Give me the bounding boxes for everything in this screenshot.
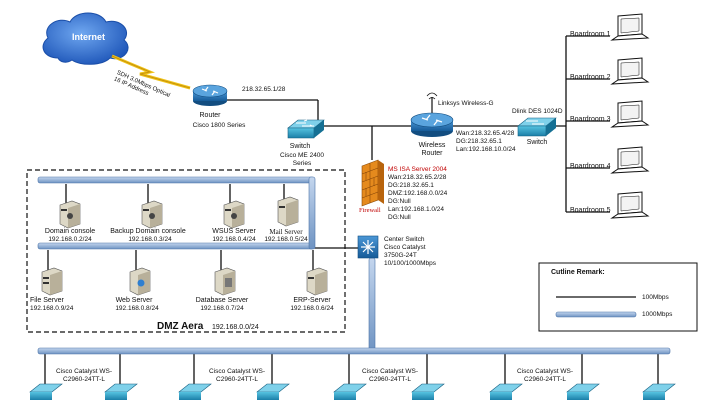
access-switch-label: Cisco Catalyst WS- C2960-24TT-L [56, 368, 112, 383]
firewall-label: Firewall [359, 207, 381, 214]
internet-label: Internet [72, 32, 106, 42]
access-switch-icon [333, 383, 367, 400]
server-icon [214, 267, 236, 296]
access-switch-icon [642, 383, 676, 400]
legend-title: Cutline Remark: [551, 269, 605, 276]
center-switch-line: Cisco Catalyst [384, 244, 426, 251]
router-name: Router [199, 112, 221, 119]
access-switch-icon [256, 383, 290, 400]
center-switch-line: Center Switch [384, 236, 425, 243]
core-switch-name: Switch [289, 143, 311, 150]
access-switches [29, 383, 676, 400]
center-switch-line: 3750G-24T [384, 252, 417, 259]
laptop-icon [610, 100, 650, 128]
dmz-server-icons [41, 196, 328, 296]
gigabit-buses [37, 176, 671, 355]
server-ip: 192.168.0.4/24 [212, 236, 256, 243]
server-ip: 192.168.0.6/24 [290, 305, 334, 312]
laptop-icon [610, 57, 650, 85]
firewall-config-line: DG:Null [388, 214, 411, 221]
core-switch-model: Cisco ME 2400 Series [279, 152, 325, 167]
wireless-router-name: Wireless Router [418, 142, 446, 157]
boardroom-label: Boardroom 5 [570, 207, 611, 214]
access-switch-icon [29, 383, 63, 400]
firewall-config-line: DMZ:192.168.0.0/24 [388, 190, 448, 197]
boardroom-switch-icon [517, 117, 557, 137]
legend-thin-label: 100Mbps [642, 294, 669, 301]
boardroom-label: Boardroom 4 [570, 163, 611, 170]
boardroom-switch-model: Dlink DES 1024D [512, 108, 563, 115]
wireless-wan: Wan:218.32.65.4/28 [456, 130, 515, 137]
access-switch-icon [566, 383, 600, 400]
server-icon [223, 200, 245, 229]
server-ip: 192.168.0.9/24 [30, 305, 74, 312]
server-icon [277, 196, 299, 227]
server-ip: 192.168.0.3/24 [128, 236, 172, 243]
connection-lines [44, 35, 659, 386]
boardroom-switch-name: Switch [526, 139, 548, 146]
server-icon [59, 200, 81, 229]
access-switch-icon [178, 383, 212, 400]
router-model: Cisco 1800 Series [192, 122, 246, 129]
firewall-config-line: DG:218.32.65.1 [388, 182, 434, 189]
server-name: Mail Server [269, 228, 303, 236]
server-ip: 192.168.0.8/24 [115, 305, 159, 312]
firewall-config-line: Lan:192.168.1.0/24 [388, 206, 445, 213]
access-switch-label: Cisco Catalyst WS- C2960-24TT-L [517, 368, 573, 383]
server-ip: 192.168.0.2/24 [48, 236, 92, 243]
laptop-icon [610, 191, 650, 219]
legend-box [538, 262, 698, 332]
boardroom-label: Boardroom 2 [570, 74, 611, 81]
core-switch-icon [287, 119, 325, 139]
router-icon [192, 84, 228, 106]
router-ip: 218.32.65.1/28 [242, 86, 286, 93]
server-name: Domain console [44, 228, 96, 235]
access-switch-label: Cisco Catalyst WS- C2960-24TT-L [209, 368, 265, 383]
dmz-title: DMZ Aera [157, 321, 204, 332]
server-name: ERP-Server [293, 297, 331, 304]
firewall-config-line: DG:Null [388, 198, 411, 205]
server-name: File Server [30, 297, 64, 304]
firewall-icon [361, 159, 384, 207]
sdh-optical-link [111, 54, 191, 90]
boardroom-label: Boardroom 1 [570, 31, 611, 38]
server-icon [129, 267, 151, 296]
access-switch-icon [411, 383, 445, 400]
access-switch-label: Cisco Catalyst WS- C2960-24TT-L [362, 368, 418, 383]
server-ip: 192.168.0.7/24 [200, 305, 244, 312]
boardroom-label: Boardroom 3 [570, 116, 611, 123]
center-switch-line: 10/100/1000Mbps [384, 260, 437, 267]
wireless-router-icon [410, 92, 454, 137]
boardroom-laptops [610, 13, 650, 219]
server-name: Web Server [115, 297, 153, 304]
access-switch-icon [104, 383, 138, 400]
firewall-config-line: MS ISA Server 2004 [388, 166, 447, 173]
server-ip: 192.168.0.5/24 [264, 236, 308, 243]
laptop-icon [610, 13, 650, 41]
server-name: WSUS Server [212, 228, 256, 235]
wireless-dg: DG:218.32.65.1 [456, 138, 502, 145]
legend-thick-label: 1000Mbps [642, 311, 673, 318]
access-switch-icon [489, 383, 523, 400]
server-icon [141, 200, 163, 229]
wireless-lan: Lan:192.168.10.0/24 [456, 146, 516, 153]
laptop-icon [610, 146, 650, 174]
center-switch-icon [357, 235, 379, 259]
firewall-config-line: Wan:218.32.65.2/28 [388, 174, 447, 181]
internet-cloud-icon [42, 12, 129, 65]
wireless-ap-label: Linksys Wireless-G [438, 100, 494, 107]
server-icon [41, 267, 63, 296]
server-icon [306, 267, 328, 296]
dmz-subnet: 192.168.0.0/24 [212, 324, 259, 331]
server-name: Database Server [195, 297, 249, 304]
server-name: Backup Domain console [110, 228, 186, 235]
